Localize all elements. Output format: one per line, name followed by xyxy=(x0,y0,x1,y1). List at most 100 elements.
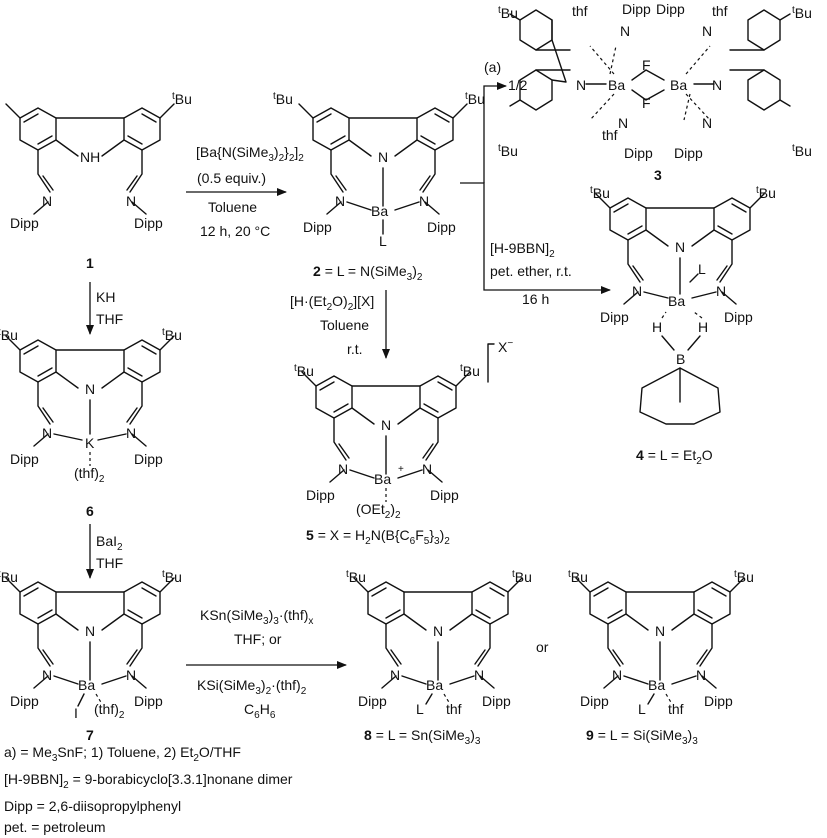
arrow-2-to-3 xyxy=(483,82,507,183)
imine-n-label: N xyxy=(696,667,706,683)
dipp-label: Dipp xyxy=(482,693,511,709)
potassium-label: K xyxy=(85,435,95,451)
thf-label: thf xyxy=(712,3,728,19)
half-equiv-label: 1/2 xyxy=(508,77,528,93)
compound-6: tBu tBu N N N K (thf)2 Dipp Dipp 6 xyxy=(0,327,182,519)
carbazole-n-label: N xyxy=(85,381,95,397)
barium-label: Ba xyxy=(670,77,687,93)
imine-n-label: N xyxy=(422,461,432,477)
barium-label: Ba xyxy=(371,203,388,219)
dipp-label: Dipp xyxy=(674,145,703,161)
compound-label-4: 4 = L = Et2O xyxy=(636,447,713,467)
carbazole-n-label: N xyxy=(576,77,586,93)
dipp-label: Dipp xyxy=(430,487,459,503)
tbu-label: tBu xyxy=(0,327,18,343)
condition-time-temp: 12 h, 20 °C xyxy=(200,223,270,239)
imine-n-label: N xyxy=(618,115,628,131)
legend-line-a: a) = Me3SnF; 1) Toluene, 2) Et2O/THF xyxy=(4,744,241,764)
imine-n-label: N xyxy=(42,193,52,209)
legend-line-bbn: [H-9BBN]2 = 9-borabicyclo[3.3.1]nonane d… xyxy=(4,770,293,791)
tbu-label: tBu xyxy=(568,569,588,585)
tbu-label: tBu xyxy=(756,185,776,201)
compound-2: tBu tBu N N N Ba L Dipp Dipp 2 = L = N(S… xyxy=(273,91,485,283)
condition-thf: THF xyxy=(96,311,123,327)
dipp-label: Dipp xyxy=(134,215,163,231)
tbu-label: tBu xyxy=(590,185,610,201)
imine-n-label: N xyxy=(42,667,52,683)
compound-number-7: 7 xyxy=(86,727,94,743)
imine-n-label: N xyxy=(126,425,136,441)
condition-rt: r.t. xyxy=(347,341,363,357)
boron-label: B xyxy=(676,351,685,367)
fluoride-label: F xyxy=(642,95,651,111)
hydride-label: H xyxy=(652,319,662,335)
tbu-label: tBu xyxy=(512,569,532,585)
condition-acid: [H·(Et2O)2][X] xyxy=(290,293,374,313)
compound-5: tBu tBu X− N N N Ba + (OEt2)2 Dipp Dipp … xyxy=(294,338,513,547)
compound-number-3: 3 xyxy=(654,167,662,183)
dipp-label: Dipp xyxy=(427,219,456,235)
thf-label: thf xyxy=(446,701,462,717)
dipp-label: Dipp xyxy=(358,693,387,709)
dipp-label: Dipp xyxy=(622,1,651,17)
compound-9: tBu tBu N N N Ba L thf Dipp Dipp 9 = L =… xyxy=(568,569,754,747)
tbu-label: tBu xyxy=(0,569,18,585)
ligand-l-label: L xyxy=(698,261,706,277)
dipp-label: Dipp xyxy=(303,219,332,235)
compound-7: tBu tBu N N N Ba I (thf)2 Dipp Dipp 7 xyxy=(0,569,182,743)
dipp-label: Dipp xyxy=(624,145,653,161)
legend: a) = Me3SnF; 1) Toluene, 2) Et2O/THF [H-… xyxy=(4,742,292,838)
dipp-label: Dipp xyxy=(10,451,39,467)
condition-thf: THF xyxy=(96,555,123,571)
legend-line-dipp: Dipp = 2,6-diisopropylphenyl xyxy=(4,797,182,814)
cation-charge: + xyxy=(398,464,404,475)
compound-number-6: 6 xyxy=(86,503,94,519)
compound-label-8: 8 = L = Sn(SiMe3)3 xyxy=(364,727,481,747)
imine-n-label: N xyxy=(126,193,136,209)
iodide-label: I xyxy=(74,705,78,721)
barium-label: Ba xyxy=(426,677,443,693)
or-label: or xyxy=(536,639,549,655)
dipp-label: Dipp xyxy=(306,487,335,503)
dipp-label: Dipp xyxy=(10,215,39,231)
condition-benzene: C6H6 xyxy=(244,701,276,721)
dipp-label: Dipp xyxy=(10,693,39,709)
compound-label-2: 2 = L = N(SiMe3)2 xyxy=(313,263,423,283)
thf-label: thf xyxy=(668,701,684,717)
imine-n-label: N xyxy=(620,23,630,39)
tbu-label: tBu xyxy=(792,143,812,159)
dipp-label: Dipp xyxy=(580,693,609,709)
condition-bbn: [H-9BBN]2 xyxy=(490,240,555,260)
tbu-label: tBu xyxy=(734,569,754,585)
barium-label: Ba xyxy=(374,471,391,487)
carbazole-n-label: N xyxy=(712,77,722,93)
condition-ksi: KSi(SiMe3)2·(thf)2 xyxy=(197,677,307,697)
carbazole-n-label: N xyxy=(381,417,391,433)
tbu-label: tBu xyxy=(498,5,518,21)
thf-label: thf xyxy=(572,3,588,19)
hydride-label: H xyxy=(698,319,708,335)
tbu-label: tBu xyxy=(460,363,480,379)
arrow-2-to-4 xyxy=(460,182,611,294)
tbu-label: tBu xyxy=(465,91,485,107)
carbazole-n-label: N xyxy=(85,623,95,639)
condition-bai2: BaI2 xyxy=(96,533,123,553)
imine-n-label: N xyxy=(419,193,429,209)
condition-solvent: Toluene xyxy=(208,199,257,215)
condition-ksn: KSn(SiMe3)3·(thf)x xyxy=(200,607,313,627)
dipp-label: Dipp xyxy=(134,451,163,467)
tbu-label: tBu xyxy=(162,569,182,585)
compound-label-5: 5 = X = H2N(B{C6F5}3)2 xyxy=(306,527,450,547)
barium-label: Ba xyxy=(668,293,685,309)
imine-n-label: N xyxy=(42,425,52,441)
compound-1: tBu tBu NH N N Dipp Dipp 1 xyxy=(5,91,192,271)
condition-a: (a) xyxy=(484,59,501,75)
imine-n-label: N xyxy=(338,461,348,477)
imine-n-label: N xyxy=(474,667,484,683)
thf-ligand: (thf)2 xyxy=(74,465,105,485)
barium-label: Ba xyxy=(648,677,665,693)
tbu-label: tBu xyxy=(792,5,812,21)
condition-equiv: (0.5 equiv.) xyxy=(197,170,266,186)
nh-label: NH xyxy=(80,149,100,165)
